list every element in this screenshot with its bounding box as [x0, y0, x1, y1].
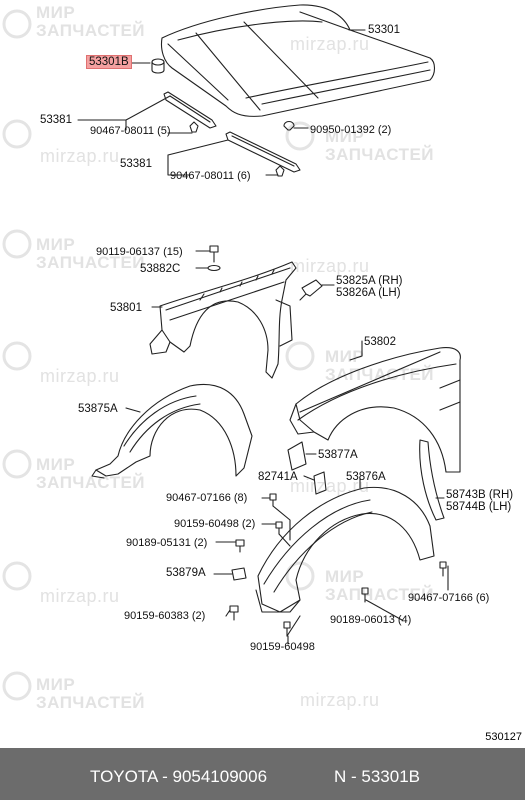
label-screw-b: 90189-05131 (2) [126, 537, 208, 549]
label-hood: 53301 [368, 24, 400, 36]
label-seal-mid: 82741A [258, 471, 298, 483]
molding-58743b [419, 439, 445, 521]
label-liner-left: 53875A [78, 403, 118, 415]
watermark-text: ЗАПЧАСТЕЙ [36, 253, 146, 272]
watermark-text: ЗАПЧАСТЕЙ [36, 21, 146, 40]
watermark-text: МИР [36, 3, 76, 22]
label-seal-right: 53877A [318, 449, 358, 461]
watermark-text: МИР [36, 675, 76, 694]
label-clip-mid: 90467-07166 (8) [166, 492, 248, 504]
label-screw-c: 90189-06013 (4) [330, 614, 412, 626]
watermark-url: mirzap.ru [40, 366, 120, 386]
weatherstrip-lower-53381 [225, 131, 301, 173]
seal-82741a [313, 471, 327, 495]
sheet-number: 530127 [485, 731, 522, 743]
label-clip-lower: 90467-08011 (6) [170, 170, 251, 182]
watermark-url: mirzap.ru [290, 476, 370, 496]
watermark-url: mirzap.ru [300, 690, 380, 710]
watermark-text: МИР [325, 567, 365, 586]
seal-53877a [287, 441, 307, 471]
parts-drawing [2, 4, 461, 701]
watermark-url: mirzap.ru [40, 146, 120, 166]
watermark-text: ЗАПЧАСТЕЙ [325, 145, 435, 164]
footer-brand-part: TOYOTA - 9054109006 [90, 767, 268, 786]
label-screw-e: 90159-60498 [250, 641, 315, 653]
label-weatherstrip-upper: 53381 [40, 114, 72, 126]
fender-liner-53875a [91, 384, 253, 479]
label-bracket-lh: 53826A (LH) [336, 287, 401, 299]
bracket-53825a [299, 279, 323, 301]
label-clip-right: 90950-01392 (2) [310, 124, 392, 136]
clip-53879a-icon [231, 567, 247, 581]
weatherstrip-upper-53381 [163, 91, 217, 129]
fender-53802 [289, 347, 461, 473]
hood-cushion-53301b [151, 58, 165, 74]
watermark-url: mirzap.ru [40, 586, 120, 606]
watermark-text: МИР [325, 127, 365, 146]
fender-liner-53876a [255, 486, 435, 613]
label-hood-cushion: 53301B [86, 55, 132, 69]
label-washer: 53882C [140, 263, 181, 275]
watermark-url: mirzap.ru [290, 34, 370, 54]
watermark-logo-icon [2, 9, 315, 701]
watermark-text: ЗАПЧАСТЕЙ [36, 693, 146, 712]
watermark-url: mirzap.ru [290, 256, 370, 276]
fender-53801 [149, 261, 297, 379]
watermark-text: ЗАПЧАСТЕЙ [325, 585, 435, 604]
label-clip-fastener: 53879A [166, 567, 206, 579]
label-fender-right: 53802 [364, 336, 396, 348]
label-liner-right: 53876A [346, 471, 386, 483]
watermark-text: ЗАПЧАСТЕЙ [325, 365, 435, 384]
watermark-text: МИР [325, 347, 365, 366]
highlight-label: 53301B [86, 55, 132, 69]
clip-icon [189, 120, 295, 177]
watermark-text: МИР [36, 455, 76, 474]
label-bracket-rh: 53825A (RH) [336, 275, 403, 287]
label-clip-upper: 90467-08011 (5) [90, 125, 171, 137]
footer-ref: N - 53301B [334, 767, 420, 786]
label-molding-rh: 58743B (RH) [446, 489, 514, 501]
label-screw-d: 90159-60383 (2) [124, 610, 206, 622]
label-bolt-top: 90119-06137 (15) [96, 246, 183, 258]
bolt-icon [207, 245, 221, 272]
label-fender-left: 53801 [110, 302, 142, 314]
label-weatherstrip-lower: 53381 [120, 158, 152, 170]
label-clip-right-low: 90467-07166 (6) [408, 592, 490, 604]
label-screw-a: 90159-60498 (2) [174, 518, 256, 530]
watermark-text: ЗАПЧАСТЕЙ [36, 473, 146, 492]
watermark-text: МИР [36, 235, 76, 254]
hood-53301 [160, 4, 436, 117]
label-molding-lh: 58744B (LH) [446, 501, 512, 513]
footer-bar: TOYOTA - 9054109006 N - 53301B [0, 748, 525, 800]
